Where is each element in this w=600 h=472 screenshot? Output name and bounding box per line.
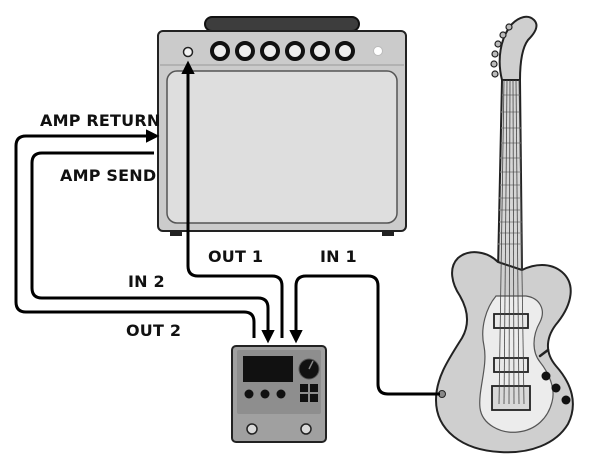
pedal-knob bbox=[244, 389, 254, 399]
label-in-2: IN 2 bbox=[128, 272, 165, 291]
guitar-neck-pickup bbox=[493, 313, 529, 329]
label-in-1: IN 1 bbox=[320, 247, 357, 266]
amp-knob bbox=[260, 41, 280, 61]
guitar-headstock bbox=[498, 15, 538, 81]
amplifier bbox=[157, 16, 407, 236]
label-amp-return: AMP RETURN bbox=[40, 111, 161, 130]
cable-amp-send-in2 bbox=[30, 151, 275, 344]
guitar-strings bbox=[498, 79, 525, 405]
amp-knob bbox=[285, 41, 305, 61]
pedal-footswitch-right bbox=[300, 423, 312, 435]
pedal-display bbox=[243, 356, 293, 382]
guitar-tuners bbox=[490, 23, 513, 78]
amp-knob bbox=[335, 41, 355, 61]
guitar-knob bbox=[551, 383, 561, 393]
pedal-knob bbox=[260, 389, 270, 399]
amp-power-light bbox=[373, 46, 383, 56]
amp-knobs bbox=[210, 41, 355, 61]
electric-guitar bbox=[434, 15, 574, 454]
guitar-knob bbox=[561, 395, 571, 405]
amp-grille bbox=[166, 70, 398, 224]
pedal-knob bbox=[276, 389, 286, 399]
amp-knob bbox=[235, 41, 255, 61]
amp-input-jack bbox=[182, 46, 194, 58]
pedal-button-grid bbox=[300, 384, 318, 402]
guitar-knob bbox=[541, 371, 551, 381]
cable-out2-amp-return bbox=[14, 129, 256, 338]
label-out-2: OUT 2 bbox=[126, 321, 182, 340]
cables bbox=[14, 60, 440, 396]
label-amp-send: AMP SEND bbox=[60, 166, 157, 185]
cable-out1-amp-input bbox=[181, 60, 284, 338]
guitar-bridge-pickup bbox=[493, 357, 529, 373]
guitar-selector-switch bbox=[538, 348, 550, 358]
amp-knob bbox=[310, 41, 330, 61]
amp-knob bbox=[210, 41, 230, 61]
label-out-1: OUT 1 bbox=[208, 247, 264, 266]
cable-guitar-in1 bbox=[289, 274, 440, 396]
effects-pedal bbox=[231, 345, 327, 443]
amp-handle bbox=[204, 16, 360, 32]
pedal-footswitch-left bbox=[246, 423, 258, 435]
